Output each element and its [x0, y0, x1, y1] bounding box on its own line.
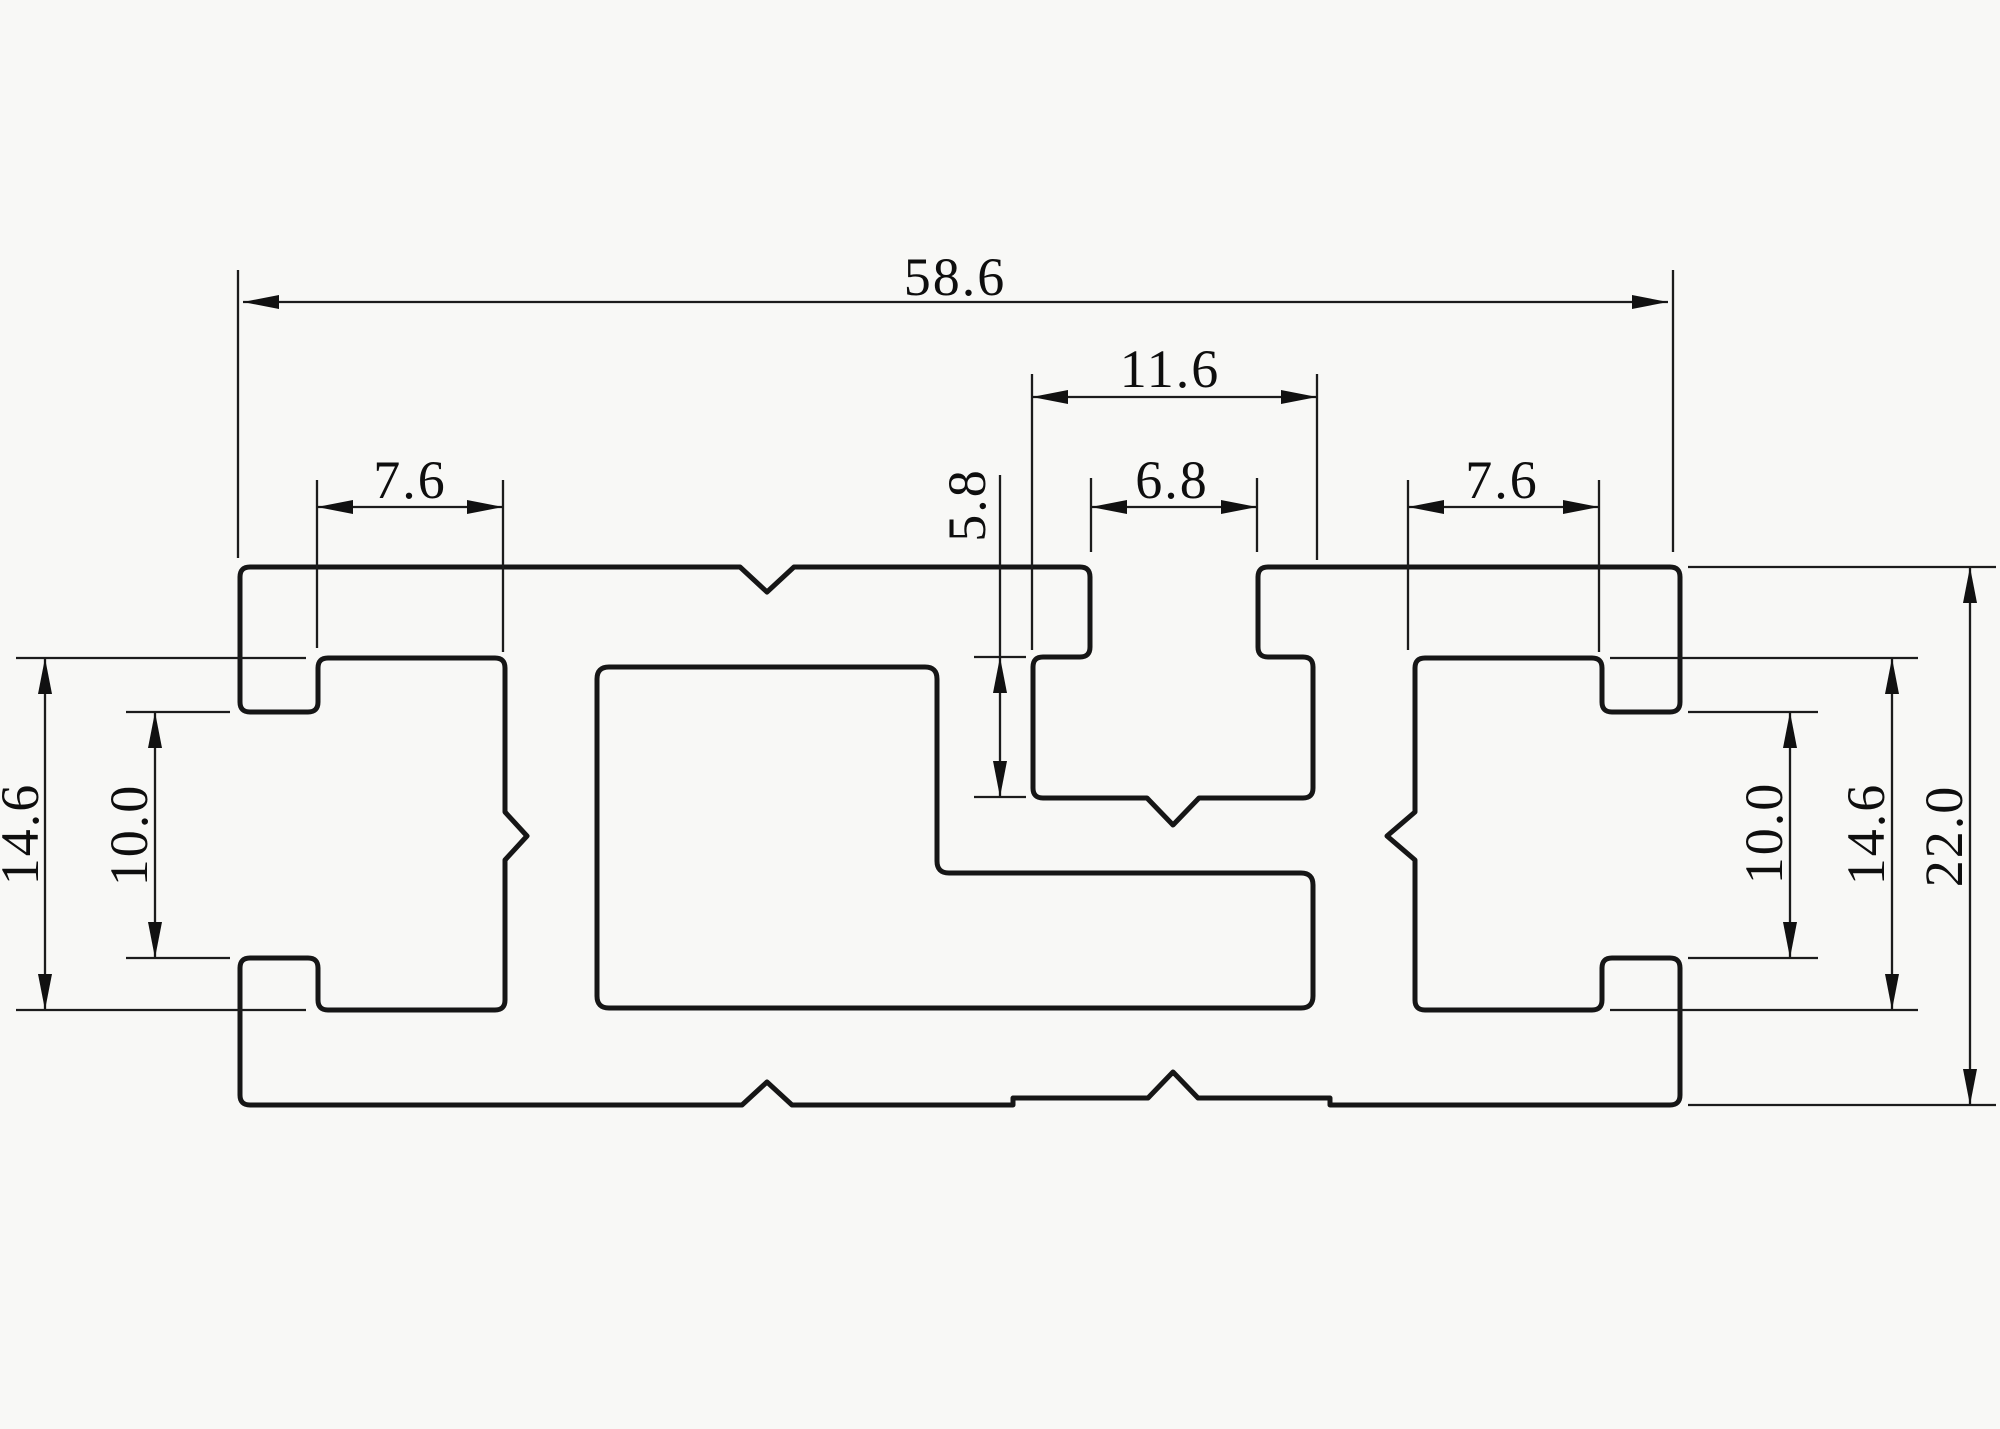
- arrowhead: [993, 761, 1007, 797]
- dim-label-left-slot-opening: 10.0: [99, 784, 159, 887]
- arrowhead: [467, 500, 503, 514]
- dim-top-slot-opening: 6.8: [1089, 450, 1259, 552]
- arrowhead: [1632, 295, 1668, 309]
- arrowhead: [38, 658, 52, 694]
- dim-left-cavity-height: 14.6: [0, 656, 306, 1012]
- arrowhead: [1408, 500, 1444, 514]
- dim-label-top-cavity-width: 11.6: [1120, 339, 1221, 399]
- arrowhead: [1281, 390, 1317, 404]
- dim-label-left-slot-depth: 7.6: [373, 450, 447, 510]
- dim-right-slot-opening: 10.0: [1688, 710, 1818, 960]
- dim-label-top-slot-opening: 6.8: [1135, 450, 1209, 510]
- arrowhead: [1783, 922, 1797, 958]
- arrowhead: [1221, 500, 1257, 514]
- dim-label-overall-width: 58.6: [904, 247, 1007, 307]
- arrowhead: [1885, 974, 1899, 1010]
- arrowhead: [38, 974, 52, 1010]
- arrowhead: [243, 295, 279, 309]
- arrowhead: [1032, 390, 1068, 404]
- dim-overall-height: 22.0: [1688, 565, 1996, 1107]
- arrowhead: [1783, 712, 1797, 748]
- dim-label-overall-height: 22.0: [1914, 785, 1974, 888]
- arrowhead: [993, 657, 1007, 693]
- arrowhead: [1963, 567, 1977, 603]
- dim-left-slot-opening: 10.0: [99, 710, 230, 960]
- dim-label-left-cavity-height: 14.6: [0, 783, 50, 886]
- dim-right-cavity-height: 14.6: [1610, 656, 1918, 1012]
- arrowhead: [1091, 500, 1127, 514]
- dim-label-right-cavity-height: 14.6: [1836, 783, 1896, 886]
- dim-top-cavity-depth: 5.8: [937, 468, 1026, 799]
- profile-outline: [237, 564, 1683, 1108]
- arrowhead: [317, 500, 353, 514]
- dim-label-right-slot-opening: 10.0: [1734, 782, 1794, 885]
- dim-label-top-cavity-depth: 5.8: [937, 468, 997, 542]
- center-cavity-outline: [594, 664, 1316, 1011]
- dim-left-slot-depth: 7.6: [315, 450, 505, 652]
- arrowhead: [1563, 500, 1599, 514]
- dim-overall-width: 58.6: [236, 247, 1675, 558]
- dim-label-right-slot-depth: 7.6: [1465, 450, 1539, 510]
- dim-top-cavity-width: 11.6: [1030, 339, 1319, 650]
- arrowhead: [1885, 658, 1899, 694]
- arrowhead: [148, 922, 162, 958]
- arrowhead: [148, 712, 162, 748]
- arrowhead: [1963, 1069, 1977, 1105]
- dim-right-slot-depth: 7.6: [1406, 450, 1601, 652]
